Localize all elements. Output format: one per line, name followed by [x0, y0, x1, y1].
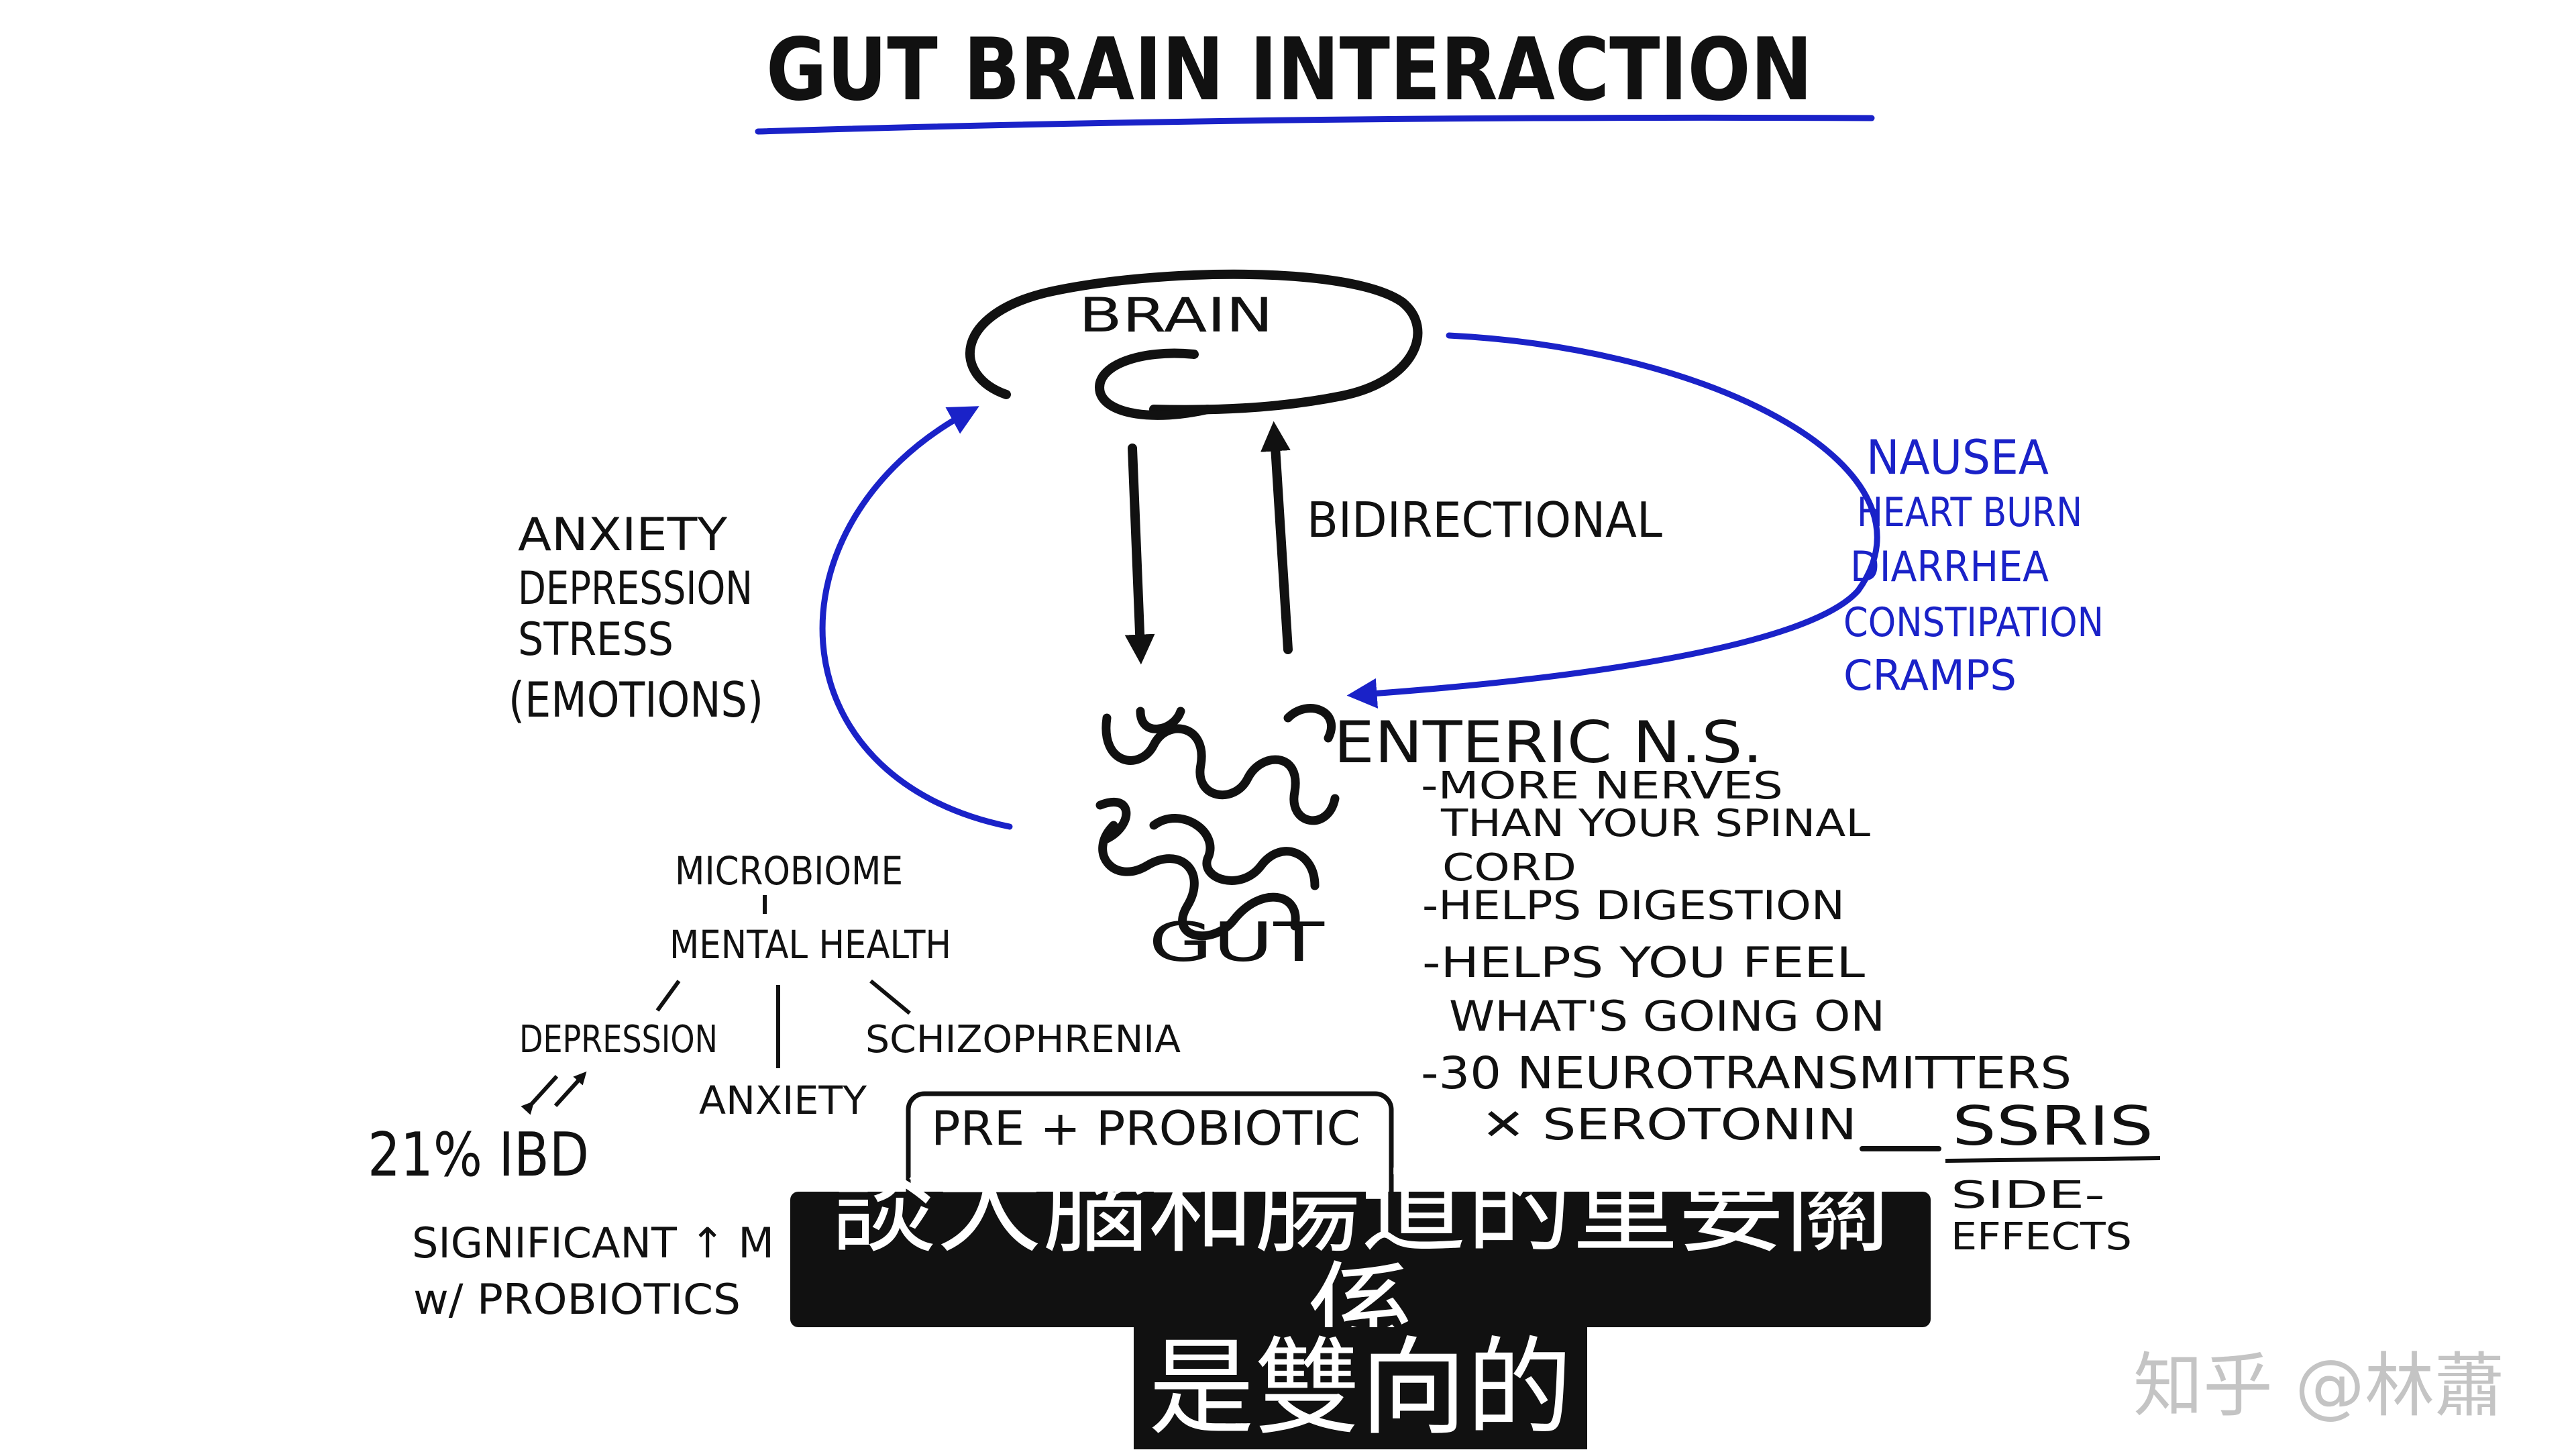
tree-connector: [869, 979, 911, 1015]
side-effects-line: SIDE-: [1951, 1174, 2105, 1217]
gut-label: GUT: [1148, 911, 1326, 974]
enteric-heading: ENTERIC N.S.: [1334, 709, 1763, 776]
anxiety-label: ANXIETY: [699, 1078, 867, 1123]
ssris-underline: [1945, 1156, 2161, 1163]
brain-drawing: [965, 269, 1423, 420]
symptom-item: HEART BURN: [1857, 489, 2082, 536]
enteric-line: -HELPS YOU FEEL: [1422, 938, 1866, 987]
probiotics-label: w/ PROBIOTICS: [413, 1275, 741, 1324]
enteric-line: ✕ SEROTONIN: [1481, 1100, 1857, 1150]
emotion-item: ANXIETY: [518, 509, 727, 562]
ibd-label: 21% IBD: [368, 1120, 589, 1190]
emotions-arrow: [819, 406, 1013, 830]
bidirectional-label: BIDIRECTIONAL: [1307, 492, 1662, 548]
enteric-line: -MORE NERVES: [1421, 764, 1783, 808]
microbiome-label: MICROBIOME: [675, 848, 903, 894]
subtitle-line-2: 是雙向的: [1134, 1327, 1587, 1449]
gut-drawing: [1095, 704, 1340, 941]
enteric-line: WHAT'S GOING ON: [1449, 992, 1885, 1041]
symptom-item: NAUSEA: [1866, 430, 2049, 485]
depression-label: DEPRESSION: [519, 1018, 718, 1061]
subtitle-line-1: 談大腦和腸道的重要關係: [790, 1153, 1931, 1365]
emotion-item: DEPRESSION: [518, 562, 753, 615]
enteric-line: THAN YOUR SPINAL: [1440, 802, 1870, 845]
symptom-item: DIARRHEA: [1850, 542, 2049, 591]
symptoms-arrow: [1346, 332, 1880, 709]
pre-probiotic-label: PRE + PROBIOTIC: [931, 1101, 1360, 1156]
diagram-title: GUT BRAIN INTERACTION: [766, 20, 1813, 120]
enteric-line: -30 NEUROTRANSMITTERS: [1421, 1047, 2072, 1099]
enteric-notes: -MORE NERVES THAN YOUR SPINAL CORD -HELP…: [1421, 764, 2072, 1150]
depression-ibd-arrows: [530, 1076, 582, 1106]
watermark: 知乎 @林蕭: [2133, 1345, 2505, 1427]
enteric-line: -HELPS DIGESTION: [1422, 882, 1845, 929]
ssris-label: SSRIS: [1952, 1095, 2153, 1157]
symptom-item: CONSTIPATION: [1843, 599, 2104, 646]
microbiome-tree: MICROBIOME MENTAL HEALTH DEPRESSION ANXI…: [368, 848, 1181, 1324]
brain-to-gut-arrow: [1124, 444, 1155, 665]
emotion-item: (EMOTIONS): [508, 672, 763, 728]
brain-label: BRAIN: [1079, 288, 1273, 343]
title-underline: [755, 114, 1875, 135]
emotion-item: STRESS: [518, 613, 674, 666]
tree-connector: [655, 980, 681, 1012]
symptom-item: CRAMPS: [1843, 651, 2017, 700]
significant-label: SIGNIFICANT ↑ M: [412, 1219, 774, 1267]
emotions-list: ANXIETY DEPRESSION STRESS (EMOTIONS): [508, 509, 763, 728]
enteric-line: CORD: [1442, 846, 1576, 890]
side-effects-line: EFFECTS: [1951, 1215, 2132, 1259]
mental-health-label: MENTAL HEALTH: [669, 922, 951, 968]
schizophrenia-label: SCHIZOPHRENIA: [865, 1018, 1181, 1061]
gut-to-brain-arrow: [1260, 421, 1293, 654]
symptoms-list: NAUSEA HEART BURN DIARRHEA CONSTIPATION …: [1843, 430, 2104, 700]
